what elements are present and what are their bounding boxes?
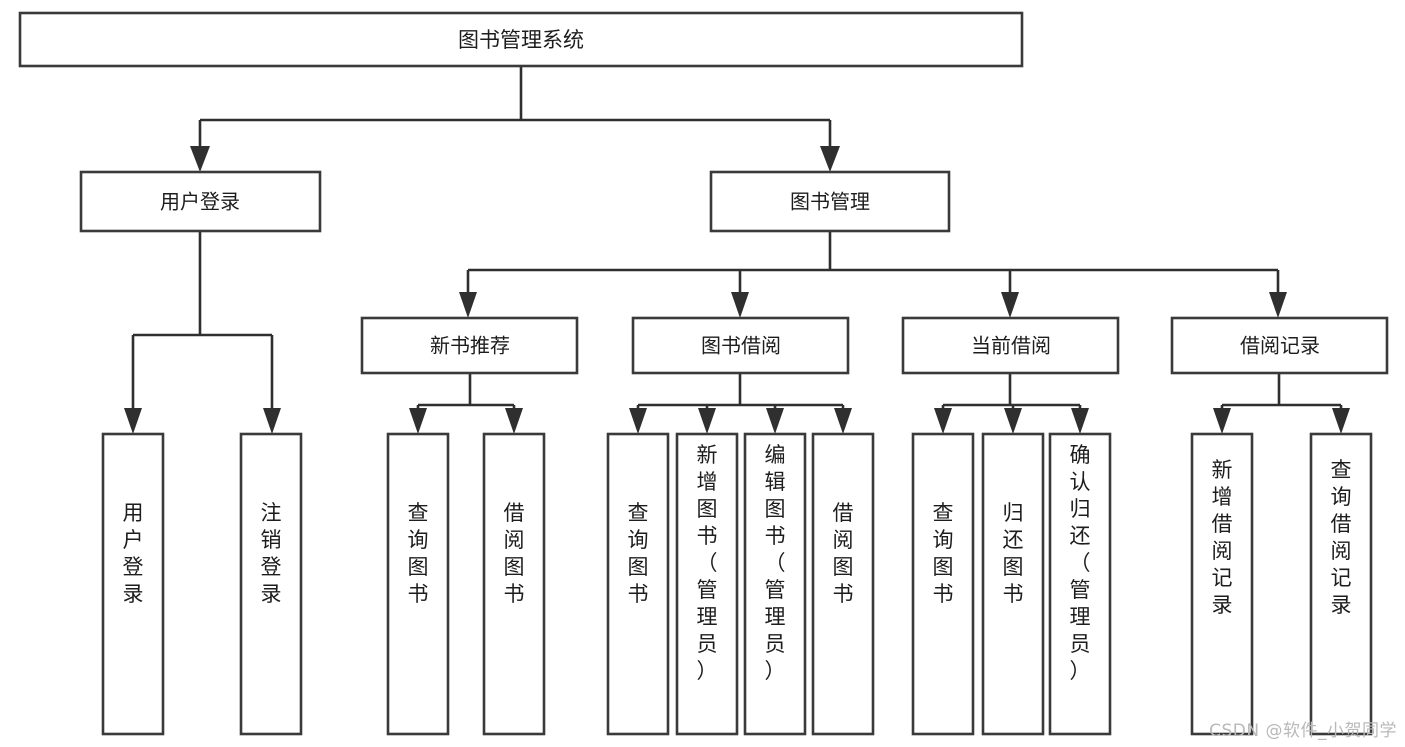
arrow-head-leaf-query-book-3: [934, 408, 952, 434]
arrow-head-leaf-edit-book: [766, 408, 784, 434]
node-root[interactable]: 图书管理系统: [18, 11, 1024, 68]
node-leaf-return-book-label: 归还图书: [1003, 501, 1024, 606]
arrow-head-leaf-borrow-book-1: [505, 408, 523, 434]
arrow-head-book-management: [820, 146, 840, 172]
node-book-management-label: 图书管理: [790, 190, 870, 214]
arrow-head-leaf-query-book-1: [409, 408, 427, 434]
node-leaf-add-book-box[interactable]: [675, 432, 739, 736]
connector-layer: [124, 66, 1350, 434]
node-leaf-borrow-book-1[interactable]: 借阅图书: [482, 432, 546, 736]
arrow-head-leaf-query-book-2: [629, 408, 647, 434]
node-user-login[interactable]: 用户登录: [79, 170, 322, 233]
node-leaf-query-book-1-label: 查询图书: [408, 501, 429, 606]
arrow-head-leaf-add-record: [1213, 408, 1231, 434]
node-leaf-query-book-1-box[interactable]: [386, 432, 450, 736]
node-leaf-user-logout-label: 注销登录: [261, 501, 282, 606]
arrow-head-leaf-add-book: [698, 408, 716, 434]
node-leaf-edit-book-label: 编辑图书（管理员）: [765, 443, 786, 683]
node-root-label: 图书管理系统: [458, 28, 584, 52]
node-book-management-box[interactable]: [709, 170, 951, 233]
arrow-head-leaf-borrow-book-2: [834, 408, 852, 434]
node-leaf-query-book-2-box[interactable]: [606, 432, 670, 736]
node-leaf-add-record[interactable]: 新增借阅记录: [1190, 432, 1254, 736]
node-book-management[interactable]: 图书管理: [709, 170, 951, 233]
node-leaf-query-record-label: 查询借阅记录: [1331, 458, 1352, 617]
node-leaf-query-book-3-box[interactable]: [911, 432, 975, 736]
arrow-head-leaf-confirm-return: [1071, 408, 1089, 434]
node-current-borrow[interactable]: 当前借阅: [901, 316, 1120, 375]
node-leaf-add-book[interactable]: 新增图书（管理员）: [675, 432, 739, 736]
node-leaf-edit-book-box[interactable]: [743, 432, 807, 736]
node-leaf-return-book[interactable]: 归还图书: [981, 432, 1045, 736]
node-new-book-recommend-box[interactable]: [360, 316, 579, 375]
node-user-login-label: 用户登录: [160, 190, 240, 214]
node-leaf-user-login-box[interactable]: [101, 432, 165, 736]
node-leaf-edit-book[interactable]: 编辑图书（管理员）: [743, 432, 807, 736]
node-leaf-confirm-return-label: 确认归还（管理员）: [1070, 443, 1091, 683]
node-leaf-query-book-2-label: 查询图书: [628, 501, 649, 606]
node-leaf-query-book-3-label: 查询图书: [933, 501, 954, 606]
arrow-head-new-book-recommend: [459, 292, 477, 318]
node-leaf-add-record-box[interactable]: [1190, 432, 1254, 736]
node-new-book-recommend-label: 新书推荐: [430, 334, 510, 358]
arrow-head-borrow-record: [1269, 292, 1287, 318]
node-leaf-user-logout[interactable]: 注销登录: [239, 432, 303, 736]
node-leaf-query-book-2[interactable]: 查询图书: [606, 432, 670, 736]
node-borrow-record-box[interactable]: [1170, 316, 1389, 375]
node-leaf-query-record[interactable]: 查询借阅记录: [1309, 432, 1373, 736]
node-leaf-user-login[interactable]: 用户登录: [101, 432, 165, 736]
node-leaf-borrow-book-2-label: 借阅图书: [833, 501, 854, 606]
node-leaf-confirm-return-box[interactable]: [1048, 432, 1112, 736]
node-borrow-record[interactable]: 借阅记录: [1170, 316, 1389, 375]
node-leaf-borrow-book-2[interactable]: 借阅图书: [811, 432, 875, 736]
node-book-borrow[interactable]: 图书借阅: [631, 316, 850, 375]
node-leaf-borrow-book-1-box[interactable]: [482, 432, 546, 736]
node-leaf-borrow-book-2-box[interactable]: [811, 432, 875, 736]
node-leaf-user-logout-box[interactable]: [239, 432, 303, 736]
arrow-head-book-borrow: [731, 292, 749, 318]
node-borrow-record-label: 借阅记录: [1240, 334, 1320, 358]
node-current-borrow-box[interactable]: [901, 316, 1120, 375]
node-leaf-query-book-1[interactable]: 查询图书: [386, 432, 450, 736]
arrow-head-leaf-return-book: [1004, 408, 1022, 434]
node-leaf-borrow-book-1-label: 借阅图书: [504, 501, 525, 606]
node-leaf-query-record-box[interactable]: [1309, 432, 1373, 736]
node-leaf-add-record-label: 新增借阅记录: [1212, 458, 1233, 617]
node-root-box[interactable]: [18, 11, 1024, 68]
arrow-head-leaf-user-login: [124, 408, 142, 434]
node-user-login-box[interactable]: [79, 170, 322, 233]
arrow-head-user-login: [190, 146, 210, 172]
arrow-head-leaf-query-record: [1332, 408, 1350, 434]
node-current-borrow-label: 当前借阅: [971, 334, 1051, 358]
node-book-borrow-box[interactable]: [631, 316, 850, 375]
node-book-borrow-label: 图书借阅: [701, 334, 781, 358]
node-leaf-user-login-label: 用户登录: [123, 501, 144, 606]
node-leaf-add-book-label: 新增图书（管理员）: [697, 443, 718, 683]
node-leaf-confirm-return[interactable]: 确认归还（管理员）: [1048, 432, 1112, 736]
arrow-head-current-borrow: [1001, 292, 1019, 318]
node-new-book-recommend[interactable]: 新书推荐: [360, 316, 579, 375]
node-leaf-return-book-box[interactable]: [981, 432, 1045, 736]
arrow-head-leaf-user-logout: [263, 408, 281, 434]
node-leaf-query-book-3[interactable]: 查询图书: [911, 432, 975, 736]
